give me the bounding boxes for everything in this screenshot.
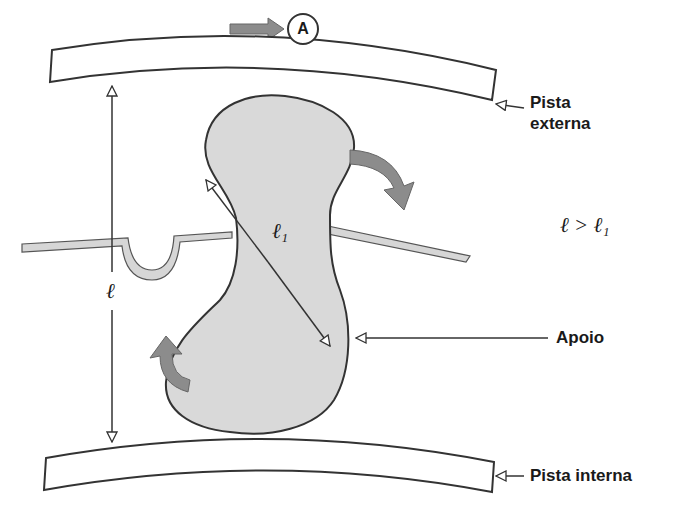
rotation-arrow (150, 336, 190, 392)
cage-strip (22, 232, 232, 280)
dimension-relation: ℓ > ℓ₁ (560, 212, 609, 238)
dimension-line (111, 86, 113, 272)
part-label: Pista externa (530, 92, 610, 135)
dimension-label: ℓ₁ (270, 218, 290, 244)
leader-line (496, 104, 524, 108)
dimension-line (268, 262, 330, 346)
leader-line (356, 337, 548, 339)
sprag-apoio (166, 95, 354, 433)
direction-circle: A (287, 13, 319, 45)
outer-race (50, 36, 496, 100)
rotation-arrow (350, 150, 414, 210)
leader-line (496, 475, 524, 477)
part-label: Apoio (556, 327, 604, 348)
dimension-line (111, 310, 113, 442)
inner-race (44, 439, 494, 492)
cage-strip (328, 226, 470, 262)
direction-letter: A (297, 20, 309, 38)
dimension-label: ℓ (104, 278, 117, 304)
dimension-line (206, 180, 268, 262)
part-label: Pista interna (530, 465, 632, 486)
